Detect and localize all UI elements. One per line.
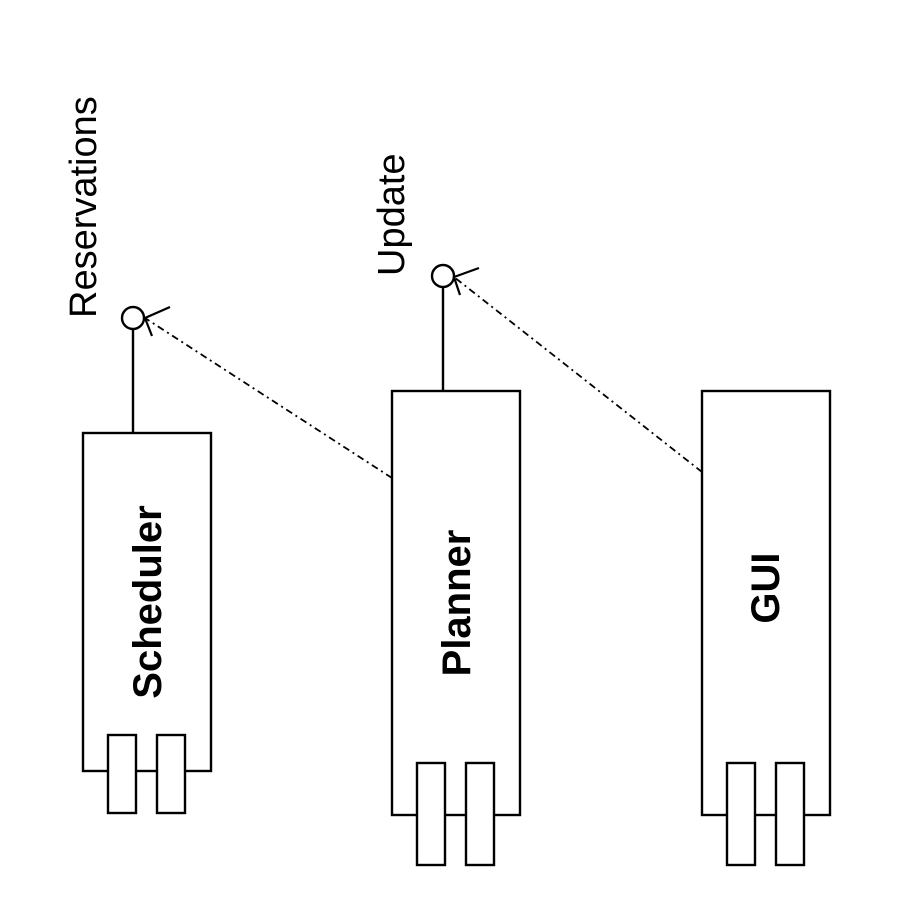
- interface-reservations: Reservations: [63, 96, 146, 433]
- component-scheduler-tab-left: [106, 733, 138, 815]
- component-scheduler: Scheduler: [81, 431, 213, 815]
- component-planner-tab-right: [464, 761, 496, 867]
- dependency-planner-reservations-arrowhead: [143, 305, 171, 337]
- component-scheduler-tab-right: [155, 733, 187, 815]
- dependency-gui-update-arrowhead: [452, 266, 480, 296]
- interface-update-ball: [430, 263, 456, 289]
- dependency-gui-update: [452, 266, 703, 473]
- component-gui-body: [700, 389, 832, 817]
- interface-update: Update: [371, 153, 456, 391]
- component-scheduler-label: Scheduler: [126, 505, 170, 698]
- component-planner-tab-left: [415, 761, 447, 867]
- interface-reservations-label: Reservations: [63, 96, 105, 318]
- component-planner-label: Planner: [435, 530, 479, 677]
- component-scheduler-body: [81, 431, 213, 773]
- component-gui-tab-left: [725, 761, 757, 867]
- component-gui-tab-right: [774, 761, 806, 867]
- dependency-gui-update-line: [453, 276, 703, 473]
- interface-reservations-ball: [120, 305, 146, 331]
- component-planner: Planner: [390, 389, 522, 867]
- dependency-planner-reservations: [143, 305, 393, 479]
- component-gui-label: GUI: [744, 552, 788, 623]
- component-planner-body: [390, 389, 522, 817]
- component-gui: GUI: [700, 389, 832, 867]
- dependency-planner-reservations-line: [144, 317, 393, 479]
- interface-update-label: Update: [371, 153, 413, 276]
